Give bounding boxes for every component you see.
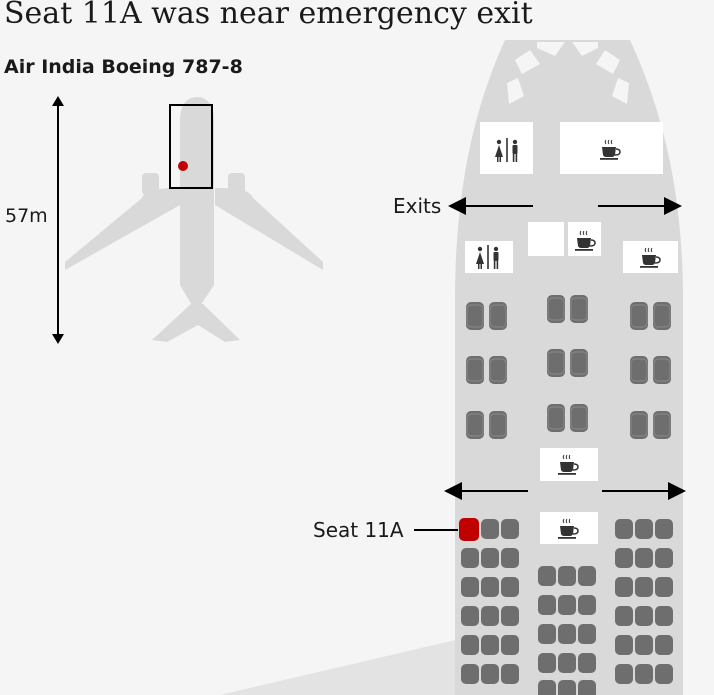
mid-lavatory [465,241,513,273]
arrow-icon [444,482,462,500]
arrow-icon [52,334,64,344]
arrow-icon [448,197,466,215]
page-title: Seat 11A was near emergency exit [4,0,533,31]
restroom-icon [495,138,518,162]
exits-label: Exits [393,194,441,218]
cabin-zoom-box [169,104,213,189]
aircraft-model-label: Air India Boeing 787-8 [4,56,243,78]
seat-location-marker [178,161,188,171]
wing-shadow [220,640,455,695]
seat-11a-highlight [459,518,479,541]
arrow-icon [664,197,682,215]
arrow-icon [668,482,686,500]
length-label: 57m [5,205,48,227]
galley-block [528,222,564,256]
arrow-icon [52,96,64,106]
seat-11a-label: Seat 11A [313,518,404,542]
plane-silhouette [65,97,323,342]
restroom-icon [476,245,499,269]
cockpit-windows [507,42,629,104]
